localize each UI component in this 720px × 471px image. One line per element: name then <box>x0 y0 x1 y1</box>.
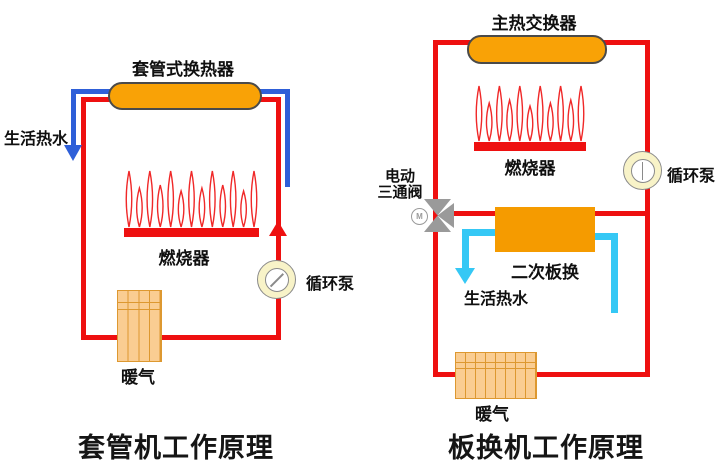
right-pump-label: 循环泵 <box>666 166 715 185</box>
right-radiator <box>455 352 537 399</box>
right-pump-inner-icon <box>630 158 655 183</box>
left-loop-pipe-bottom <box>81 335 281 340</box>
left-dhw-arrow-icon <box>64 145 82 161</box>
left-pump-inner-icon <box>264 267 289 292</box>
left-dhw-pipe-left <box>71 89 76 147</box>
left-heat-exchanger <box>108 82 262 110</box>
left-heat-exchanger-label: 套管式换热器 <box>132 60 234 80</box>
valve-motor-icon: M <box>411 208 428 225</box>
valve-label-line2: 三通阀 <box>377 183 423 201</box>
right-dhw-in-pipe-v <box>611 233 618 313</box>
left-radiator-label: 暖气 <box>121 368 155 388</box>
right-loop-pipe-right <box>645 40 650 377</box>
right-hot-water-label: 生活热水 <box>463 289 528 308</box>
left-loop-pipe-right <box>276 97 281 340</box>
right-dhw-out-pipe-v <box>462 229 469 270</box>
left-pump-label: 循环泵 <box>305 274 354 293</box>
left-caption: 套管机工作原理 <box>78 433 274 463</box>
three-way-valve-icon <box>424 199 454 232</box>
right-burner-bar <box>474 142 586 151</box>
right-dhw-arrow-icon <box>455 268 475 284</box>
left-pump-icon <box>257 260 296 299</box>
valve-label-line1: 电动 <box>384 167 415 185</box>
valve-motor-letter: M <box>416 212 423 221</box>
right-dhw-in-pipe-h <box>592 233 618 240</box>
right-heat-exchanger <box>467 35 607 64</box>
right-flames-icon <box>475 85 585 142</box>
left-burner-label: 燃烧器 <box>158 249 210 269</box>
right-caption: 板换机工作原理 <box>448 433 644 463</box>
left-flames-icon <box>125 170 258 228</box>
left-burner-bar <box>124 228 259 237</box>
plate-exchanger-label: 二次板换 <box>511 263 579 283</box>
right-radiator-label: 暖气 <box>475 405 509 425</box>
left-loop-pipe-left <box>81 97 86 340</box>
right-dhw-out-pipe-h <box>462 229 500 236</box>
right-pump-icon <box>623 151 662 190</box>
left-hot-water-label: 生活热水 <box>3 129 68 148</box>
left-flow-arrow-icon <box>269 221 287 236</box>
right-loop-pipe-bottom <box>433 372 650 377</box>
plate-exchanger <box>495 207 595 252</box>
right-heat-exchanger-label: 主热交换器 <box>491 14 577 34</box>
right-burner-label: 燃烧器 <box>504 159 556 179</box>
left-dhw-pipe-right <box>285 89 290 187</box>
left-radiator <box>117 290 162 362</box>
